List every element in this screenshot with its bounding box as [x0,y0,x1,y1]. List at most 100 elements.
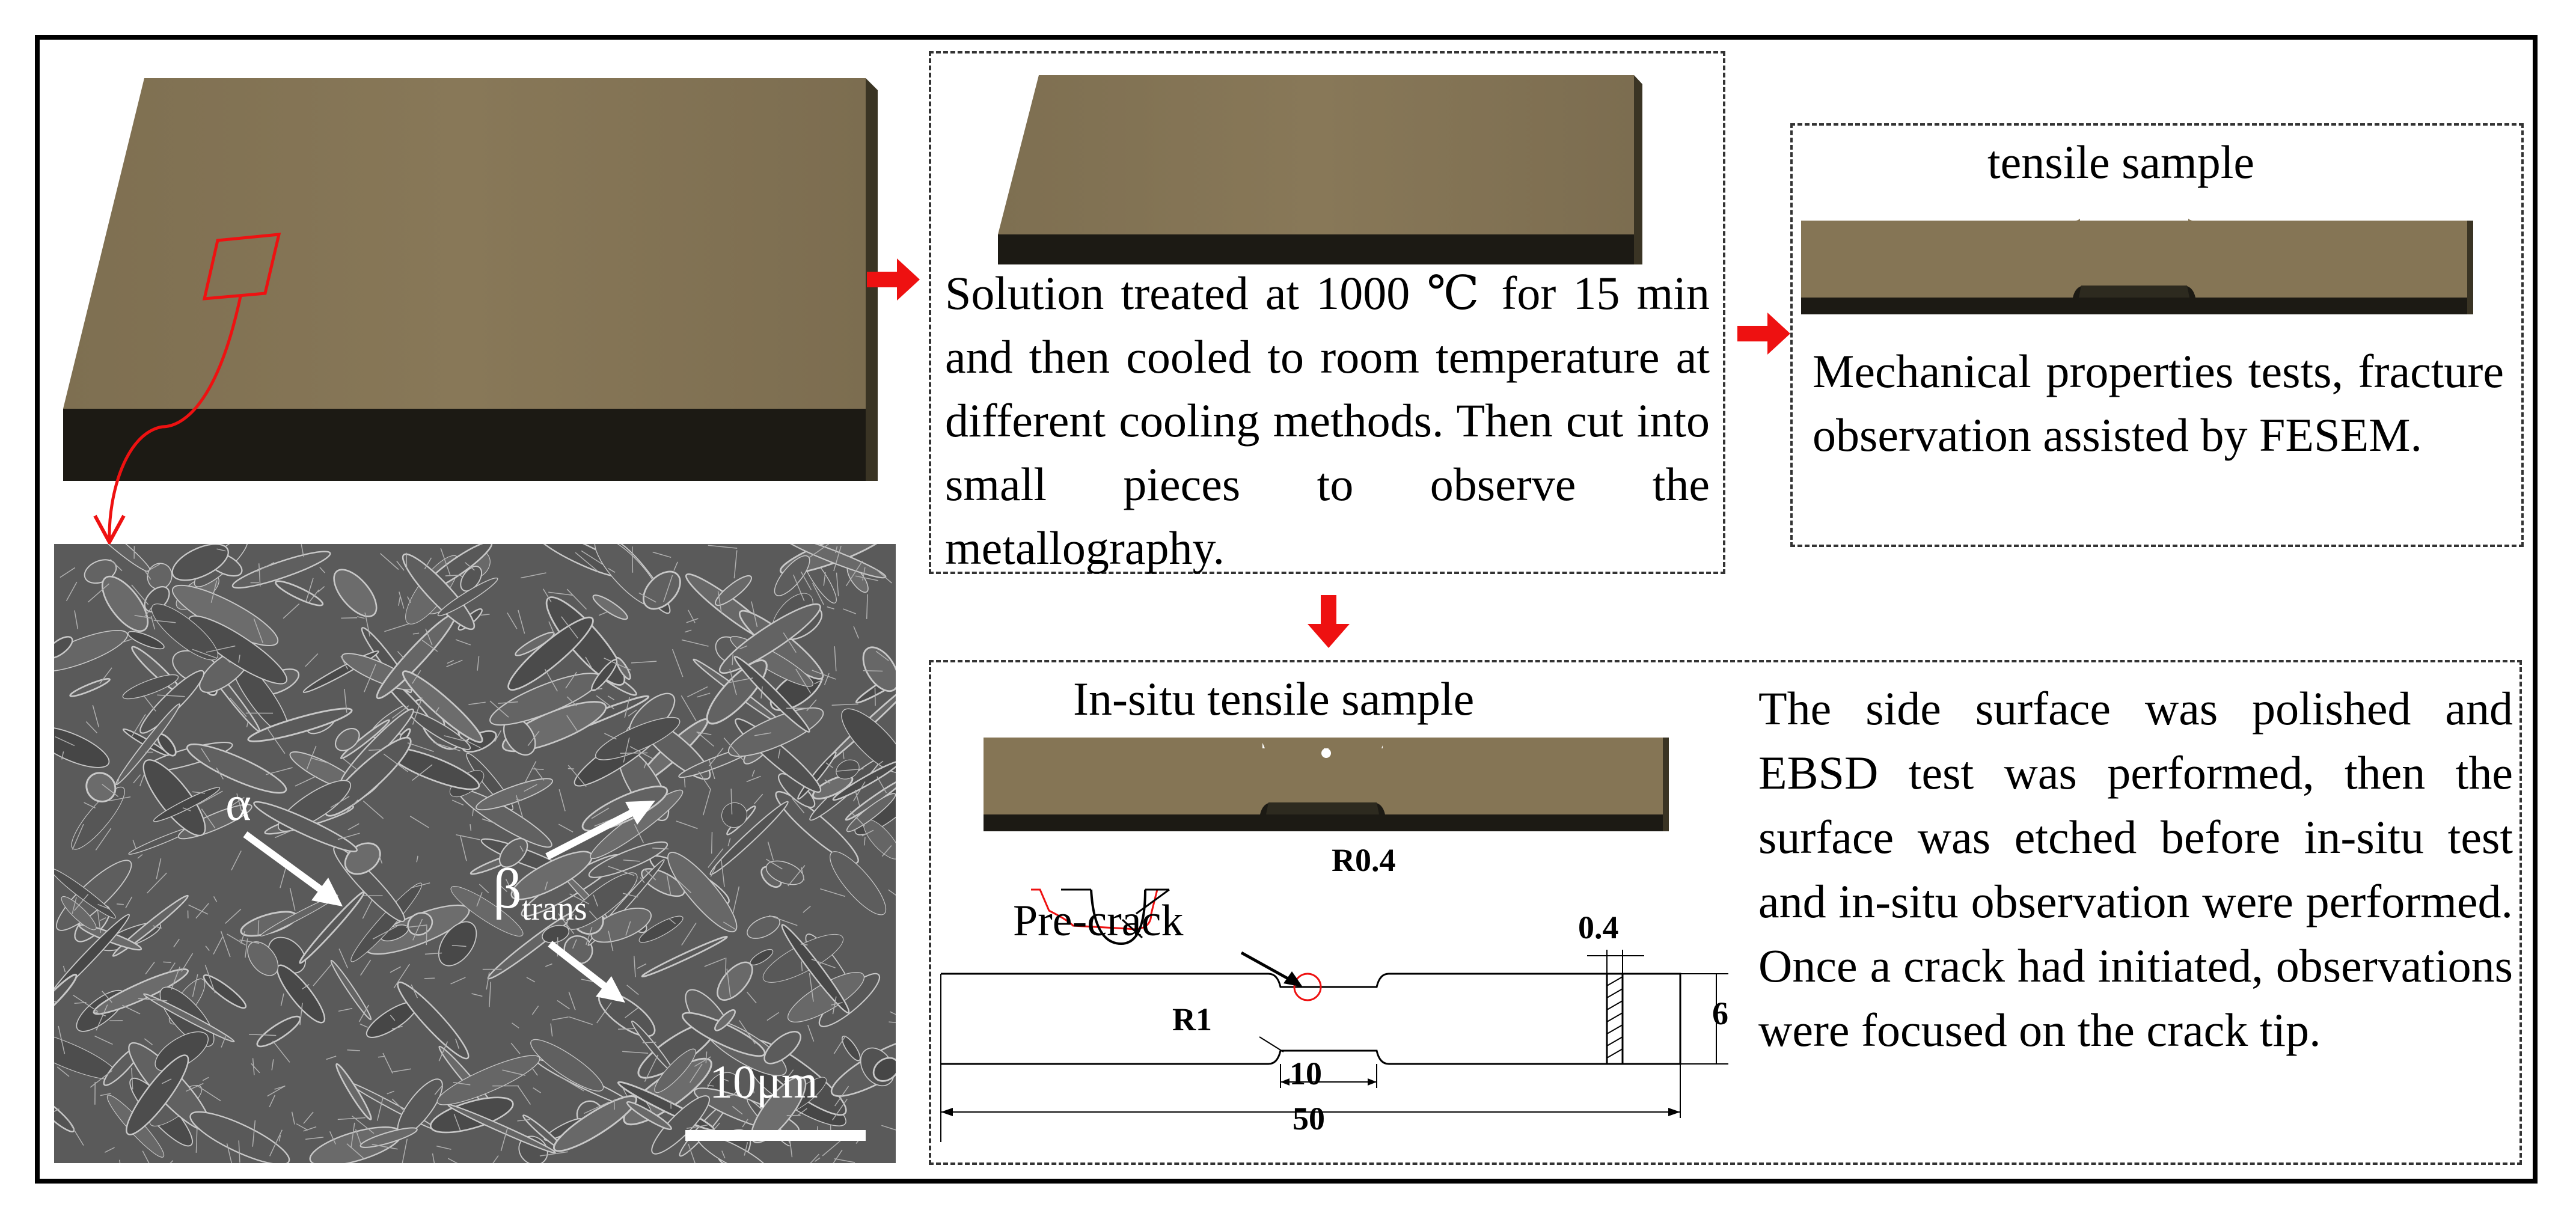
lamella-line [539,1151,568,1156]
lamella-line [329,1131,336,1145]
lamella-line [881,845,892,857]
lamella-line [652,551,672,558]
lamella-line [586,927,593,946]
lamella-line [455,1038,460,1049]
alpha-lath [715,575,752,606]
lamella-line [156,858,162,879]
lamella-line [74,610,79,629]
lamella-line [744,1142,748,1156]
lamella-line [572,939,577,949]
lamella-line [569,1016,593,1025]
lamella-line [531,1067,538,1076]
lamella-line [266,767,293,775]
lamella-line [406,552,408,569]
lamella-line [229,796,245,807]
alpha-lath [115,703,180,786]
lamella-line [337,1117,366,1120]
gauge-length-label: 10 [1290,1056,1322,1092]
lamella-line [455,639,471,646]
lamella-line [274,1085,286,1090]
alpha-lath [402,553,476,631]
lamella-line [426,925,427,946]
lamella-line [269,1129,283,1156]
lamella-line [195,1128,198,1153]
r-gauge-label: R1 [1172,1001,1212,1037]
lamella-line [524,784,537,792]
alpha-lath [846,793,896,832]
lamella-line [492,1155,499,1163]
lamella-line [566,696,577,706]
lamella-line [468,701,486,705]
lamella-line [889,1021,896,1023]
lamella-line [271,1059,274,1071]
lamella-line [424,557,432,569]
lamella-line [125,896,133,909]
lamella-line [834,546,838,554]
sem-texture [54,544,896,1163]
alpha-lath [54,630,128,672]
lamella-line [863,837,866,846]
lamella-line [317,586,325,593]
alpha-lath [641,935,728,978]
alpha-lath [667,852,738,933]
lamella-line [251,1063,260,1074]
lamella-line [531,1006,539,1015]
lamella-line [497,882,507,892]
lamella-line [723,921,736,930]
alpha-lath [171,544,229,581]
alpha-lath [530,1039,604,1092]
lamella-line [831,703,858,706]
lamella-line [811,959,836,968]
lamella-line [666,875,672,896]
lamella-line [133,774,141,784]
lamella-line [239,939,260,944]
lamella-line [364,613,371,637]
scale-bar-label: 10μm [709,1056,818,1108]
alpha-lath [438,921,477,967]
lamella-line [809,973,814,1002]
lamella-line [291,1111,295,1125]
stage4-description: The side surface was polished and EBSD t… [1758,682,2513,1056]
lamella-line [688,1143,696,1163]
lamella-line [90,1070,112,1088]
beta-arrow-down [548,941,625,1003]
lamella-line [153,620,176,623]
lamella-line [489,700,509,718]
lamella-line [517,1119,530,1122]
lamella-line [500,1128,508,1152]
alpha-lath [122,674,179,700]
lamella-line [754,732,772,736]
lamella-line [642,1042,656,1043]
lamella-line [842,750,845,759]
alpha-lath [275,580,324,606]
alpha-lath [340,719,390,760]
lamella-line [412,918,423,941]
lamella-line [73,994,99,1012]
lamella-line [510,1042,521,1054]
lamella-line [269,1095,276,1108]
lamella-line [305,578,314,602]
alpha-lath [566,872,638,930]
lamella-line [275,829,292,839]
alpha-lath [872,1057,896,1082]
lamella-line [820,888,846,897]
lamella-line [313,964,332,986]
lamella-line [302,983,310,990]
lamella-line [750,1080,755,1093]
lamella-line [146,872,167,894]
lamella-line [875,650,889,661]
lamella-line [652,848,669,850]
alpha-lath [787,971,865,1023]
lamella-line [319,567,325,573]
lamella-line [246,721,249,727]
lamella-line [225,908,242,924]
lamella-line [456,834,480,840]
lamella-line [801,961,803,971]
lamella-line [402,1138,408,1163]
lamella-line [875,568,892,584]
lamella-line [836,572,839,596]
lamella-line [526,977,536,983]
lamella-line [548,591,573,596]
alpha-lath [101,575,149,632]
lamella-line [350,1122,355,1149]
